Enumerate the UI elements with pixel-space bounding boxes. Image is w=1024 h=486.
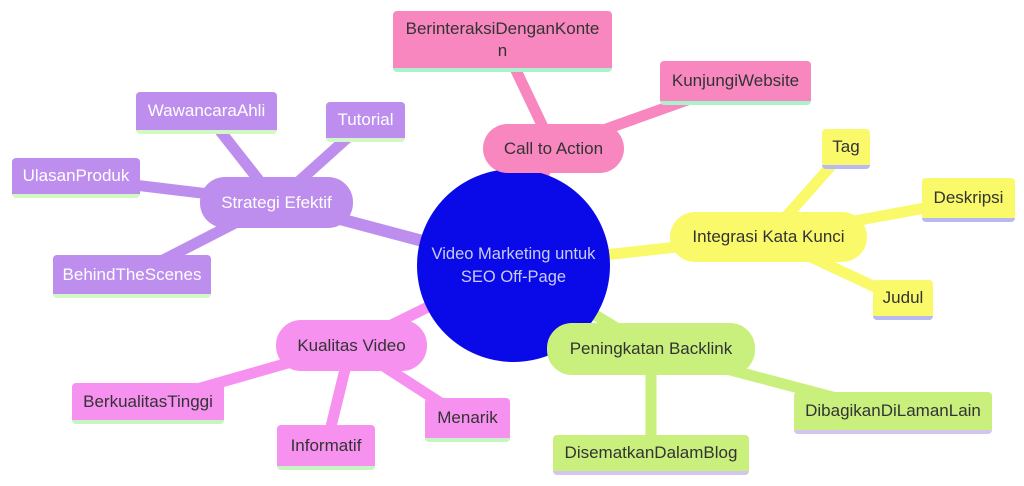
node-dibagikan-di-laman-lain: DibagikanDiLamanLain [794,392,992,434]
child-label: Informatif [290,435,362,455]
child-label: Menarik [437,408,498,428]
child-label: BerinteraksiDenganKonten [405,19,600,60]
node-tutorial: Tutorial [326,102,405,142]
node-kunjungi-website: KunjungiWebsite [660,61,811,105]
child-label: WawancaraAhli [147,101,266,121]
child-label: DibagikanDiLamanLain [805,401,981,421]
child-label: UlasanProduk [22,166,130,186]
child-label: Deskripsi [933,188,1004,208]
node-berinteraksi-dengan-konten: BerinteraksiDenganKonten [393,11,612,72]
branch-label: Peningkatan Backlink [569,339,733,359]
node-kualitas-video: Kualitas Video [276,320,427,371]
node-disematkan-dalam-blog: DisematkanDalamBlog [553,435,749,475]
child-label: Tag [832,137,860,157]
node-wawancara-ahli: WawancaraAhli [136,92,277,134]
child-label: DisematkanDalamBlog [564,443,738,463]
node-informatif: Informatif [277,425,375,470]
node-judul: Judul [873,280,933,320]
center-label: Video Marketing untuk SEO Off-Page [431,245,596,286]
node-peningkatan-backlink: Peningkatan Backlink [547,323,755,375]
branch-label: Call to Action [503,138,604,158]
child-label: BerkualitasTinggi [83,391,213,411]
node-call-to-action: Call to Action [483,124,624,173]
child-label: KunjungiWebsite [671,71,800,91]
node-behind-the-scenes: BehindTheScenes [53,255,211,298]
node-deskripsi: Deskripsi [922,178,1015,222]
child-label: Tutorial [337,110,394,130]
node-menarik: Menarik [425,398,510,442]
child-label: BehindTheScenes [62,264,202,284]
branch-label: Strategi Efektif [221,192,332,212]
branch-label: Kualitas Video [297,335,406,355]
branch-label: Integrasi Kata Kunci [692,227,845,247]
node-tag: Tag [822,129,870,169]
node-strategi-efektif: Strategi Efektif [200,177,353,228]
node-berkualitas-tinggi: BerkualitasTinggi [72,383,224,424]
node-ulasan-produk: UlasanProduk [12,158,140,198]
node-integrasi-kata-kunci: Integrasi Kata Kunci [670,212,867,262]
child-label: Judul [882,288,924,308]
